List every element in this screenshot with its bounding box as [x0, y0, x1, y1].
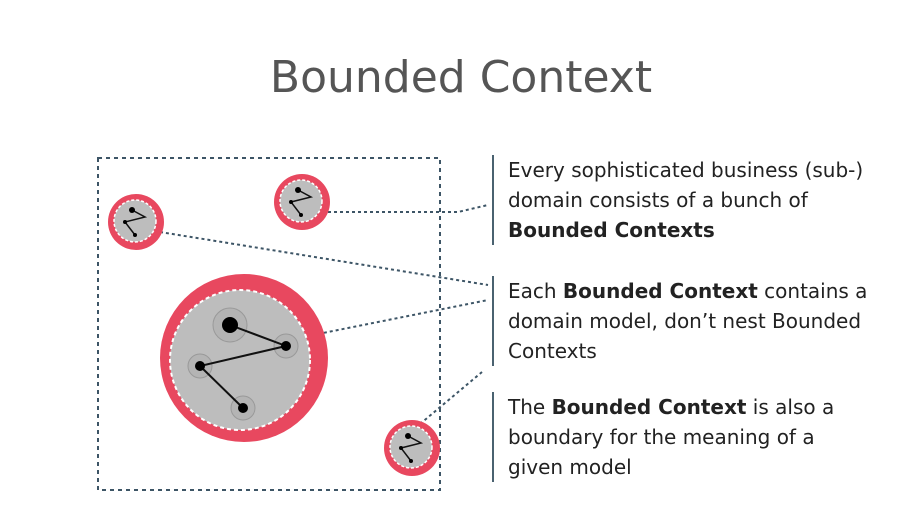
text: is also a boundary for the meaning of a …	[508, 395, 835, 479]
text-block-meaning: The Bounded Context is also a boundary f…	[492, 392, 838, 482]
large-bounded-context	[160, 274, 328, 442]
connector-line	[159, 231, 489, 286]
text: Each	[508, 279, 563, 303]
small-bounded-context	[384, 420, 440, 476]
connectors	[159, 204, 489, 425]
small-bounded-context	[108, 194, 164, 250]
text-block-domain-model: Each Bounded Context contains a domain m…	[492, 276, 898, 366]
emphasis: Bounded Context	[551, 395, 747, 419]
connector-line	[317, 299, 489, 335]
domain-boundary	[97, 157, 441, 491]
small-bounded-context	[274, 174, 330, 230]
slide-title: Bounded Context	[269, 52, 653, 103]
text: The	[508, 395, 552, 419]
connector-line	[328, 204, 489, 213]
text: contains a domain model, don’t nest Boun…	[508, 279, 868, 363]
emphasis: Bounded Context	[562, 279, 758, 303]
emphasis: Bounded Contexts	[508, 218, 715, 242]
connector-line	[419, 371, 483, 425]
text: Every sophisticated business (sub-) doma…	[508, 158, 864, 212]
text-block-subdomains: Every sophisticated business (sub-) doma…	[492, 155, 898, 245]
